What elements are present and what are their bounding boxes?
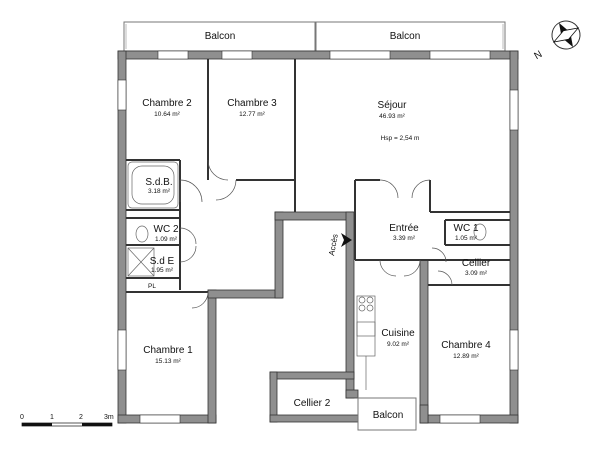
room-name-sdb: S.d.B. bbox=[145, 177, 172, 188]
room-area-entree: 3.39 m² bbox=[393, 235, 416, 242]
room-area-cuisine: 9.02 m² bbox=[387, 341, 410, 348]
room-name-entree: Entrée bbox=[389, 223, 419, 234]
room-name-cuisine: Cuisine bbox=[381, 328, 415, 339]
room-name-balcon-right: Balcon bbox=[390, 31, 421, 42]
room-name-balcon-left: Balcon bbox=[205, 31, 236, 42]
scale-tick-2: 2 bbox=[79, 414, 83, 421]
room-area-sejour: 46.93 m² bbox=[379, 113, 405, 120]
scale-bar: 0 1 2 3m bbox=[20, 414, 114, 427]
windows bbox=[117, 50, 519, 424]
room-area-sde: 1.95 m² bbox=[151, 267, 174, 274]
room-area-chambre3: 12.77 m² bbox=[239, 111, 265, 118]
room-name-cellier: Cellier bbox=[462, 258, 491, 269]
room-name-cellier2: Cellier 2 bbox=[294, 398, 331, 409]
balconies-top bbox=[123, 21, 506, 52]
access-label: Accès bbox=[327, 233, 340, 256]
room-name-wc2: WC 2 bbox=[154, 224, 179, 235]
room-area-chambre2: 10.64 m² bbox=[154, 111, 180, 118]
room-note-sejour: Hsp = 2,54 m bbox=[381, 135, 420, 142]
room-labels: Balcon Balcon Chambre 2 10.64 m² Chambre… bbox=[142, 31, 491, 421]
room-name-wc1: WC 1 bbox=[454, 223, 479, 234]
room-name-balcon-bottom: Balcon bbox=[373, 410, 404, 421]
interior-walls bbox=[126, 59, 510, 293]
room-area-chambre4: 12.89 m² bbox=[453, 353, 479, 360]
room-name-pl: PL bbox=[148, 283, 156, 290]
room-area-cellier: 3.09 m² bbox=[465, 270, 488, 277]
doors bbox=[179, 159, 453, 309]
room-area-sdb: 3.18 m² bbox=[148, 188, 171, 195]
room-name-sejour: Séjour bbox=[378, 100, 408, 111]
room-name-sde: S.d E bbox=[150, 256, 175, 267]
room-area-wc2: 1.09 m² bbox=[155, 236, 178, 243]
room-area-chambre1: 15.13 m² bbox=[155, 358, 181, 365]
room-name-chambre4: Chambre 4 bbox=[441, 340, 491, 351]
balcony-bottom bbox=[357, 397, 417, 431]
scale-tick-1: 1 bbox=[50, 414, 54, 421]
room-name-chambre3: Chambre 3 bbox=[227, 98, 277, 109]
room-name-chambre1: Chambre 1 bbox=[143, 345, 193, 356]
room-name-chambre2: Chambre 2 bbox=[142, 98, 192, 109]
compass-icon bbox=[551, 20, 581, 50]
entrance-arrow-icon bbox=[341, 233, 352, 247]
scale-tick-0: 0 bbox=[20, 414, 24, 421]
fixtures bbox=[127, 161, 487, 390]
scale-tick-3: 3m bbox=[104, 414, 114, 421]
room-area-wc1: 1.05 m² bbox=[455, 235, 478, 242]
compass-north-label: N bbox=[533, 49, 545, 62]
